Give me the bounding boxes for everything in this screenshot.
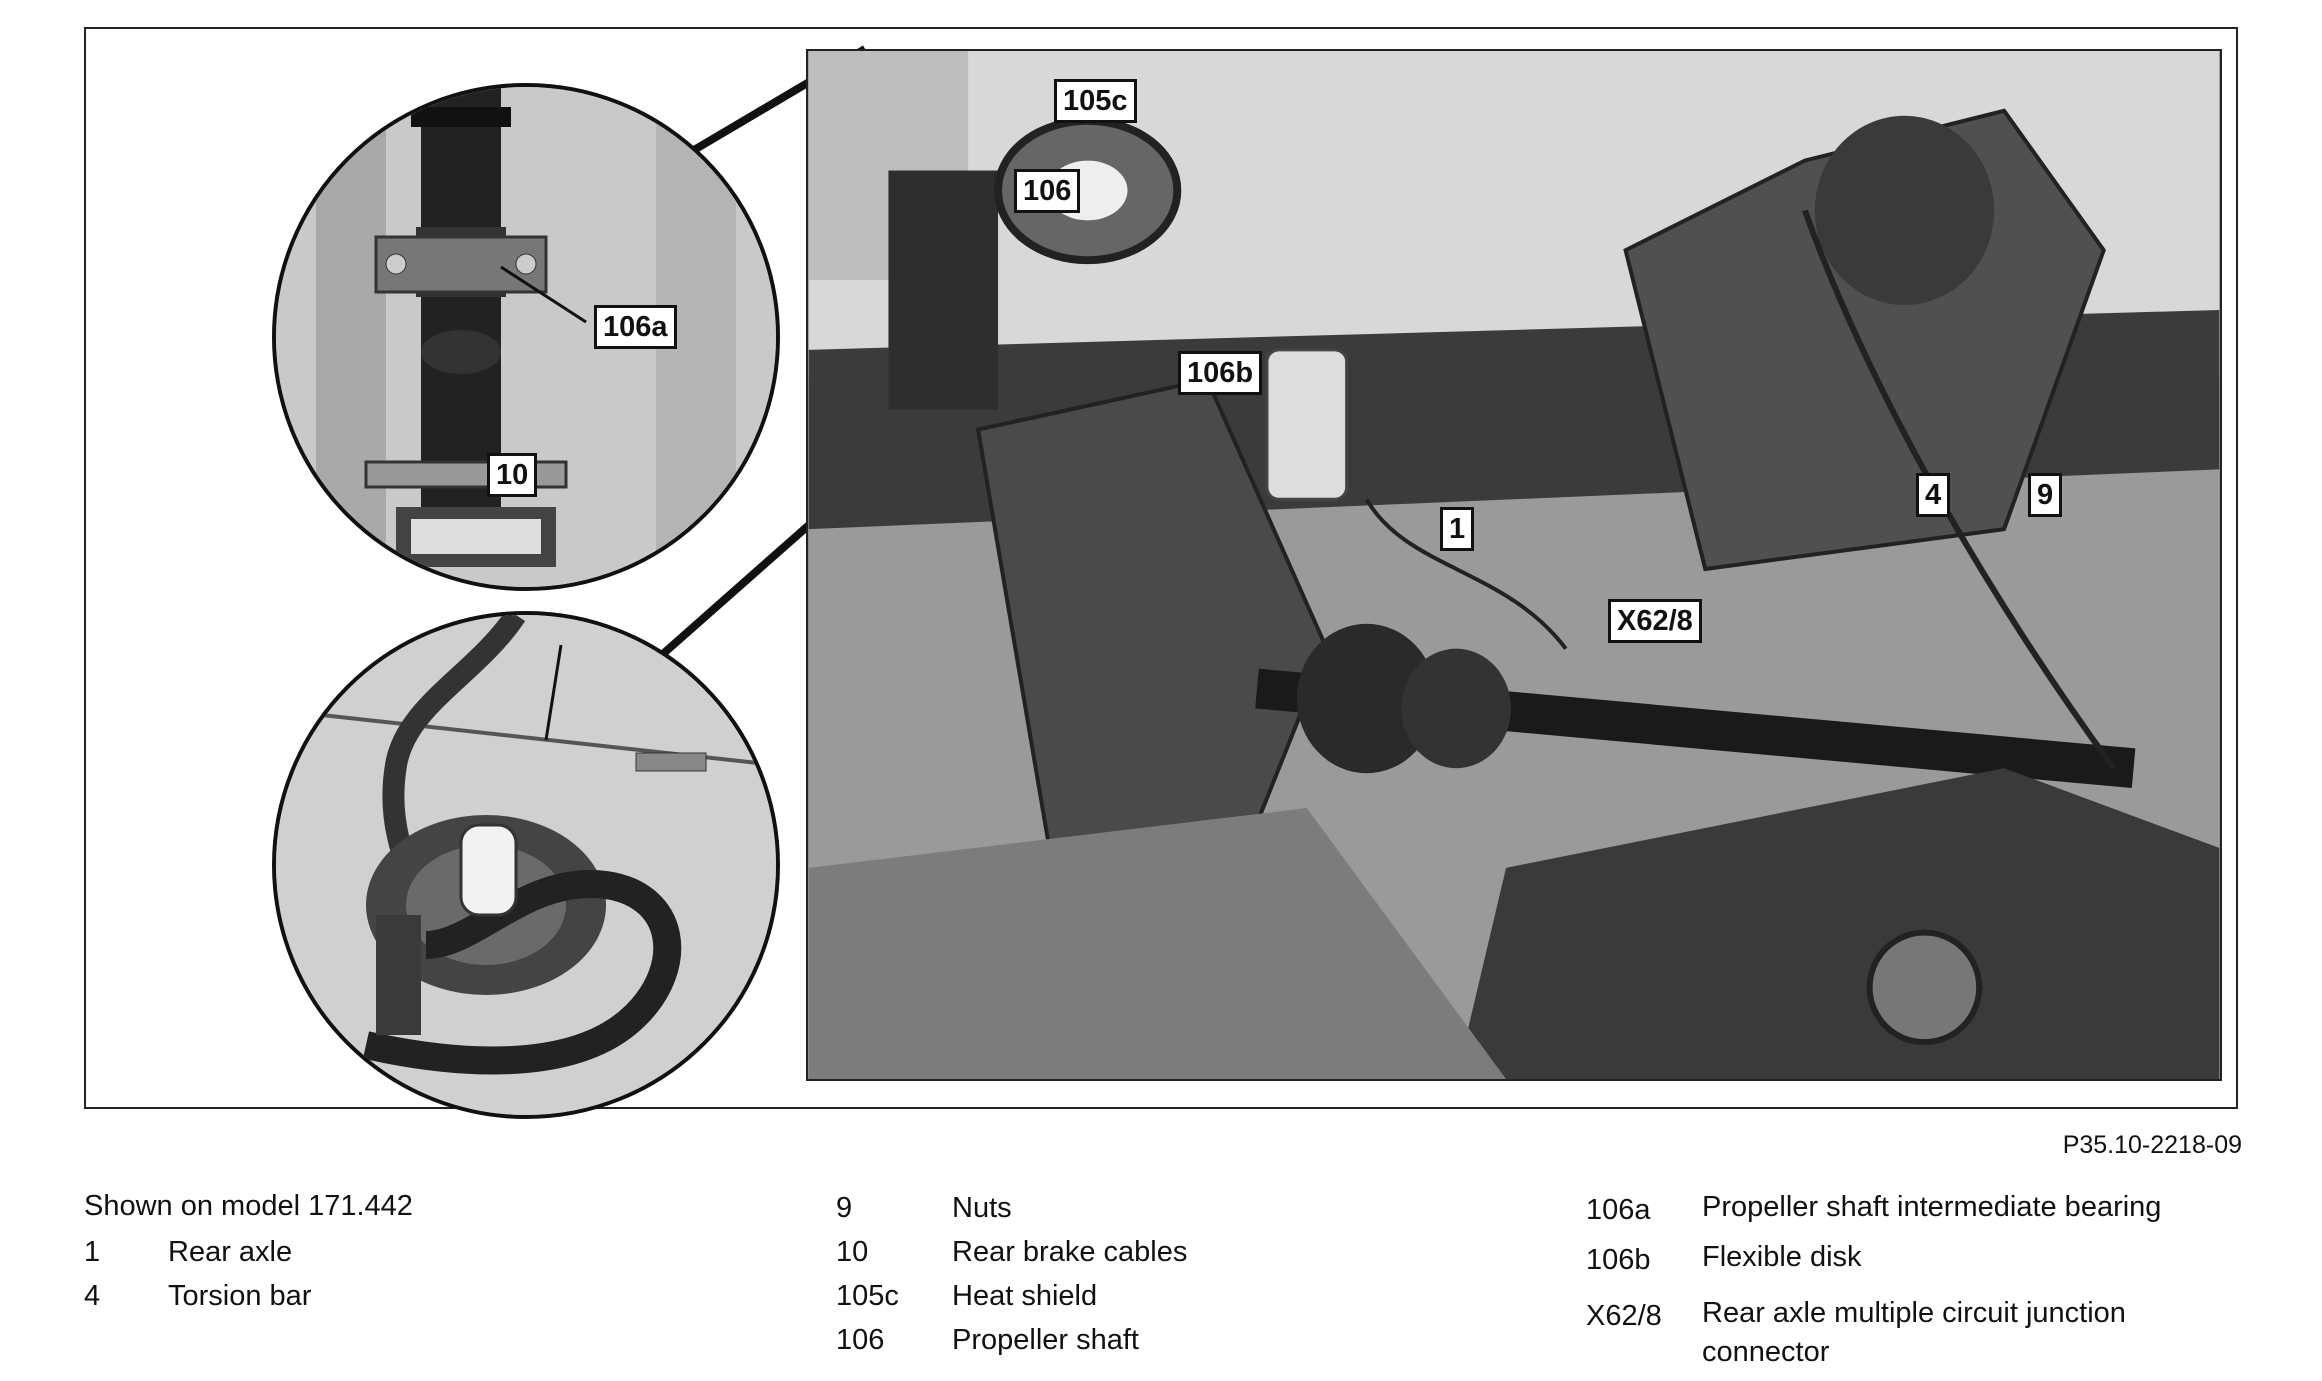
legend-item-description: Rear axle [168,1236,293,1268]
legend-item-number: X62/8 [1586,1300,1662,1332]
legend-item-description: Flexible disk [1702,1241,1862,1273]
callout-4: 4 [1916,473,1951,517]
legend-item-number: 106 [836,1324,885,1356]
legend-model-note: Shown on model 171.442 [84,1190,413,1222]
legend-item-number: 106b [1586,1244,1651,1276]
legend-item-number: 1 [84,1236,101,1268]
legend-item: 106b Flexible disk [1586,1238,2202,1282]
legend-item: 105c Heat shield [836,1274,1187,1318]
legend-item-description: Propeller shaft intermediate bearing [1702,1191,2162,1223]
legend-item-number: 10 [836,1236,869,1268]
legend-item-description: Nuts [952,1192,1012,1224]
brake-cables-illustration [276,615,776,1115]
legend-item: 10 Rear brake cables [836,1230,1187,1274]
callout-106: 106 [1014,169,1081,213]
figure-reference-code: P35.10-2218-09 [2062,1131,2242,1159]
legend-item-description: Torsion bar [168,1280,312,1312]
intermediate-bearing-illustration [276,87,776,587]
legend-column-3: 106a Propeller shaft intermediate bearin… [1586,1188,2202,1372]
callout-x62-8: X62/8 [1608,599,1702,643]
legend-item-description: Propeller shaft [952,1324,1139,1356]
inset-intermediate-bearing: 106a [272,83,780,591]
legend-item-number: 105c [836,1280,899,1312]
legend-item: 1 Rear axle [84,1230,413,1274]
callout-1: 1 [1440,507,1475,551]
callout-105c: 105c [1054,79,1137,123]
callout-10: 10 [487,453,538,497]
legend-column-2: 9 Nuts 10 Rear brake cables 105c Heat sh… [836,1186,1187,1362]
legend-item: 106 Propeller shaft [836,1318,1187,1362]
legend-item-number: 106a [1586,1194,1651,1226]
legend-item: 9 Nuts [836,1186,1187,1230]
callout-106a: 106a [594,305,677,349]
legend-item-description: Heat shield [952,1280,1098,1312]
legend-item-number: 9 [836,1192,853,1224]
inset-brake-cables [272,611,780,1119]
callout-106b: 106b [1178,351,1263,395]
legend-column-1: Shown on model 171.442 1 Rear axle 4 Tor… [84,1184,413,1318]
legend-item: X62/8 Rear axle multiple circuit junctio… [1586,1294,2202,1372]
main-photo-rear-axle: 105c 106 106b 1 4 9 X62/8 [806,49,2222,1081]
callout-9: 9 [2028,473,2063,517]
rear-axle-illustration [808,51,2220,1079]
legend-item-number: 4 [84,1280,101,1312]
legend-item: 106a Propeller shaft intermediate bearin… [1586,1188,2202,1232]
legend-item-description: Rear brake cables [952,1236,1188,1268]
legend-item: 4 Torsion bar [84,1274,413,1318]
figure-frame: 106a 10 [84,27,2238,1119]
legend-item-description: Rear axle multiple circuit junction conn… [1702,1297,2126,1368]
